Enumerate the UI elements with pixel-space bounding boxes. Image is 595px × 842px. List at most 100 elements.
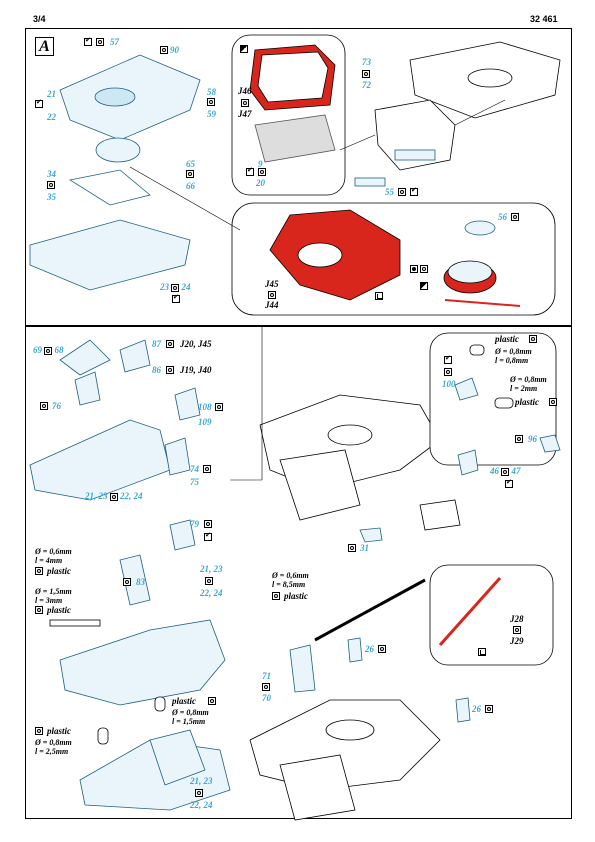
part-71 (289, 644, 316, 693)
part-46 (419, 499, 461, 531)
ref-icon (203, 465, 211, 473)
part-55-strip (354, 177, 386, 187)
red-lever (438, 576, 502, 647)
callout-J45: J45 (265, 279, 279, 289)
callout-34: 34 (47, 169, 56, 179)
check-icon (246, 167, 254, 176)
glue-icon (410, 265, 418, 273)
callout-69-68: 69 68 (33, 345, 64, 355)
spec-s1b: l = 4mm (35, 556, 63, 565)
ref-icon (207, 98, 215, 106)
callout-9: 9 (258, 159, 263, 169)
ref-86: J19, J40 (180, 365, 212, 375)
ref-icon (241, 99, 249, 107)
callout-55: 55 (385, 187, 394, 197)
plastic-label-1: plastic (495, 334, 519, 344)
plastic-label-7: plastic (284, 591, 308, 601)
plastic-label-4: plastic (47, 605, 71, 615)
seat-part (149, 729, 206, 786)
ring-insert (447, 260, 493, 284)
callout-87: 87 (152, 339, 161, 349)
ref-icon (549, 398, 557, 406)
spec-s4b: l = 1,5mm (172, 717, 206, 726)
plastic-peg-1 (97, 727, 109, 745)
ref-icon (208, 697, 216, 705)
callout-79: 79 (190, 519, 199, 529)
callout-109: 109 (198, 417, 212, 427)
hull-lower-hatch (325, 719, 375, 741)
spec-s3a: Ø = 0,6mm (272, 571, 309, 580)
ref-icon (35, 727, 43, 735)
callout-96: 96 (528, 434, 537, 444)
ref-icon (205, 577, 213, 585)
ref-icon (398, 188, 406, 196)
floor-sheet (29, 219, 191, 291)
hatch-opening (94, 87, 136, 107)
callout-108: 108 (198, 402, 212, 412)
rear-panel-lower (279, 754, 356, 821)
rear-panel (279, 449, 361, 521)
callout-group-3a: 21, 23 (190, 776, 213, 786)
ref-icon (262, 683, 270, 691)
red-floor-hatch (297, 242, 343, 268)
callout-83: 83 (136, 577, 145, 587)
ref-icon (501, 467, 510, 476)
check-icon (204, 532, 212, 541)
callout-76: 76 (52, 401, 61, 411)
callout-74: 74 (190, 464, 199, 474)
plastic-rod-1 (49, 619, 101, 627)
callout-J46: J46 (238, 86, 252, 96)
ref-87: J20, J45 (180, 339, 212, 349)
check-icon (505, 479, 513, 488)
hull-hatch (467, 68, 513, 88)
callout-58: 58 (207, 87, 216, 97)
side-wall (29, 419, 171, 501)
spec-s5a: Ø = 0,8mm (35, 738, 72, 747)
callout-71: 71 (262, 671, 271, 681)
plastic-peg-4 (494, 397, 514, 409)
kit-number: 32 461 (530, 14, 558, 24)
callout-group-2b: 22, 24 (200, 588, 223, 598)
plastic-label-6: plastic (47, 726, 71, 736)
ref-icon (96, 38, 104, 46)
check-icon (35, 99, 43, 108)
callout-35: 35 (47, 192, 56, 202)
callout-100: 100 (442, 379, 456, 389)
part-69 (59, 339, 111, 376)
ref-icon (444, 368, 452, 376)
callout-group-3b: 22, 24 (190, 800, 213, 810)
callout-56: 56 (498, 212, 507, 222)
ref-icon (35, 567, 43, 575)
etched-screen (254, 114, 336, 163)
callout-22: 22 (47, 112, 56, 122)
leader-2 (339, 134, 376, 151)
part-26-b (455, 697, 471, 723)
ref-icon (166, 366, 174, 374)
ref-icon (485, 705, 493, 713)
part-83 (119, 554, 151, 606)
part-46-detail (457, 449, 479, 476)
ref-icon (420, 265, 428, 273)
plastic-label-3: plastic (47, 566, 71, 576)
callout-J47: J47 (238, 109, 252, 119)
ref-icon (378, 645, 386, 653)
ref-icon (123, 578, 131, 586)
callout-75: 75 (190, 477, 199, 487)
plastic-label-2: plastic (515, 397, 539, 407)
callout-59: 59 (207, 109, 216, 119)
etch-icon (420, 282, 428, 290)
part-56 (464, 220, 496, 236)
ref-icon (215, 403, 223, 411)
spec-2b: l = 2mm (510, 384, 538, 393)
callout-65: 65 (186, 159, 195, 169)
hull-left-mid (59, 619, 226, 706)
check-icon (172, 294, 180, 303)
leader-1 (129, 166, 241, 231)
frame-strip (68, 169, 151, 206)
callout-J29: J29 (510, 636, 524, 646)
callout-31: 31 (360, 543, 369, 553)
part-108 (174, 387, 201, 421)
etch-icon (240, 45, 248, 53)
hull-right-hatch (327, 424, 373, 446)
plastic-peg-3 (469, 344, 485, 356)
